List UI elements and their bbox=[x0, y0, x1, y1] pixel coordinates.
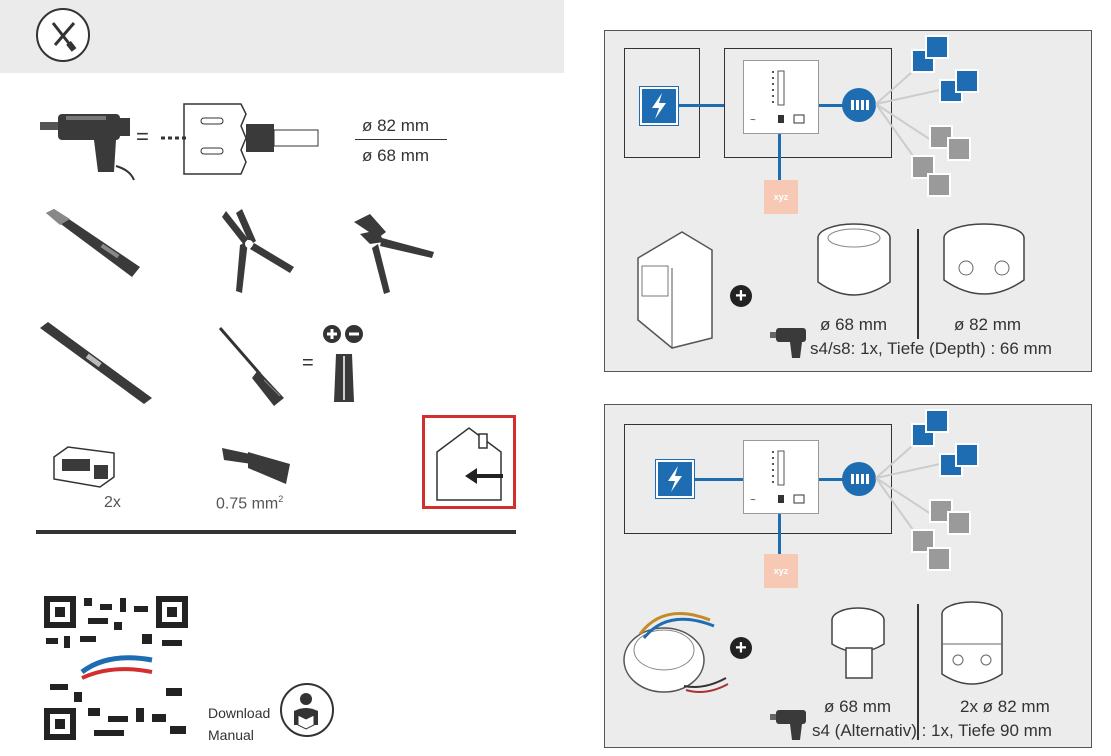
fan-hub-icon bbox=[842, 462, 876, 496]
utility-knife-icon bbox=[46, 209, 140, 277]
fraction-divider bbox=[355, 139, 447, 140]
plus-icon: + bbox=[730, 285, 752, 307]
drill-holesaw-illustration: = bbox=[40, 103, 319, 181]
lightning-bolt-icon bbox=[639, 86, 679, 126]
deep-flush-box-68-icon bbox=[831, 607, 885, 679]
sensor-xyz-tag: xyz bbox=[764, 554, 798, 588]
equals-sign: = bbox=[302, 352, 314, 374]
brand-logo-swoosh bbox=[78, 650, 156, 686]
box-size-68-top: ø 68 mm bbox=[820, 315, 888, 334]
box-size-82-bottom: 2x ø 82 mm bbox=[960, 697, 1050, 716]
wire-hub bbox=[819, 104, 843, 107]
wire-gauge-label: 0.75 mm2 bbox=[216, 494, 284, 513]
box-size-68-bottom: ø 68 mm bbox=[824, 697, 892, 716]
crimping-pliers-icon bbox=[354, 214, 434, 294]
controller-module-icon: ~ bbox=[743, 60, 819, 134]
vertical-divider bbox=[917, 229, 919, 339]
holesaw-icon bbox=[161, 103, 319, 175]
lightning-bolt-icon bbox=[655, 459, 695, 499]
drill-size-68: ø 68 mm bbox=[362, 146, 430, 165]
house-arrow-icon bbox=[436, 427, 503, 501]
drill-size-82: ø 82 mm bbox=[362, 116, 430, 135]
wire-power bbox=[678, 104, 744, 107]
fan-hub-icon bbox=[842, 88, 876, 122]
flush-box-82-icon bbox=[943, 223, 1025, 295]
indoor-installation-highlight bbox=[422, 415, 516, 509]
drill-icon bbox=[40, 114, 135, 181]
flush-box-68-icon bbox=[817, 223, 891, 296]
fan-array-top bbox=[875, 35, 979, 197]
wire-ferrule-icon bbox=[222, 448, 290, 484]
fan-icon-gray bbox=[911, 499, 971, 571]
tools-header-band bbox=[0, 0, 564, 73]
tools-icon bbox=[36, 8, 90, 62]
vertical-divider bbox=[917, 604, 919, 740]
pliers-icon bbox=[222, 209, 294, 293]
depth-note-top: s4/s8: 1x, Tiefe (Depth) : 66 mm bbox=[810, 339, 1052, 358]
manual-qr-code[interactable] bbox=[44, 596, 188, 740]
plus-icon: + bbox=[730, 637, 752, 659]
section-divider bbox=[36, 530, 516, 534]
wire-power bbox=[694, 478, 744, 481]
fan-array-bottom bbox=[875, 409, 979, 571]
read-manual-icon[interactable] bbox=[280, 683, 334, 737]
depth-note-bottom: s4 (Alternativ) : 1x, Tiefe 90 mm bbox=[812, 721, 1052, 740]
screwdriver-icon bbox=[218, 327, 284, 406]
svg-text:~: ~ bbox=[750, 495, 756, 506]
svg-text:=: = bbox=[136, 124, 149, 149]
fan-icon-blue bbox=[911, 35, 979, 103]
double-flush-box-82-icon bbox=[941, 601, 1003, 685]
wire-sensor bbox=[778, 134, 781, 182]
wire-sensor bbox=[778, 514, 781, 554]
svg-text:~: ~ bbox=[750, 115, 756, 126]
compact-power-module-icon bbox=[623, 612, 729, 693]
download-manual-text[interactable]: Download Manual bbox=[208, 705, 271, 743]
drill-small-icon bbox=[770, 328, 806, 358]
box-size-82-top: ø 82 mm bbox=[954, 315, 1022, 334]
drill-small-icon bbox=[770, 710, 806, 740]
wire-hub bbox=[819, 478, 843, 481]
controller-module-icon: ~ bbox=[743, 440, 819, 514]
fan-icon-blue bbox=[911, 409, 979, 477]
sensor-xyz-tag: xyz bbox=[764, 180, 798, 214]
screw-head-types bbox=[323, 325, 363, 402]
fan-icon-gray bbox=[911, 125, 971, 197]
connector-quantity: 2x bbox=[104, 494, 121, 511]
din-rail-power-supply-icon bbox=[637, 231, 713, 349]
spirit-level-icon bbox=[40, 322, 152, 404]
power-supply-box bbox=[624, 48, 700, 158]
wago-connector-icon bbox=[53, 446, 115, 488]
